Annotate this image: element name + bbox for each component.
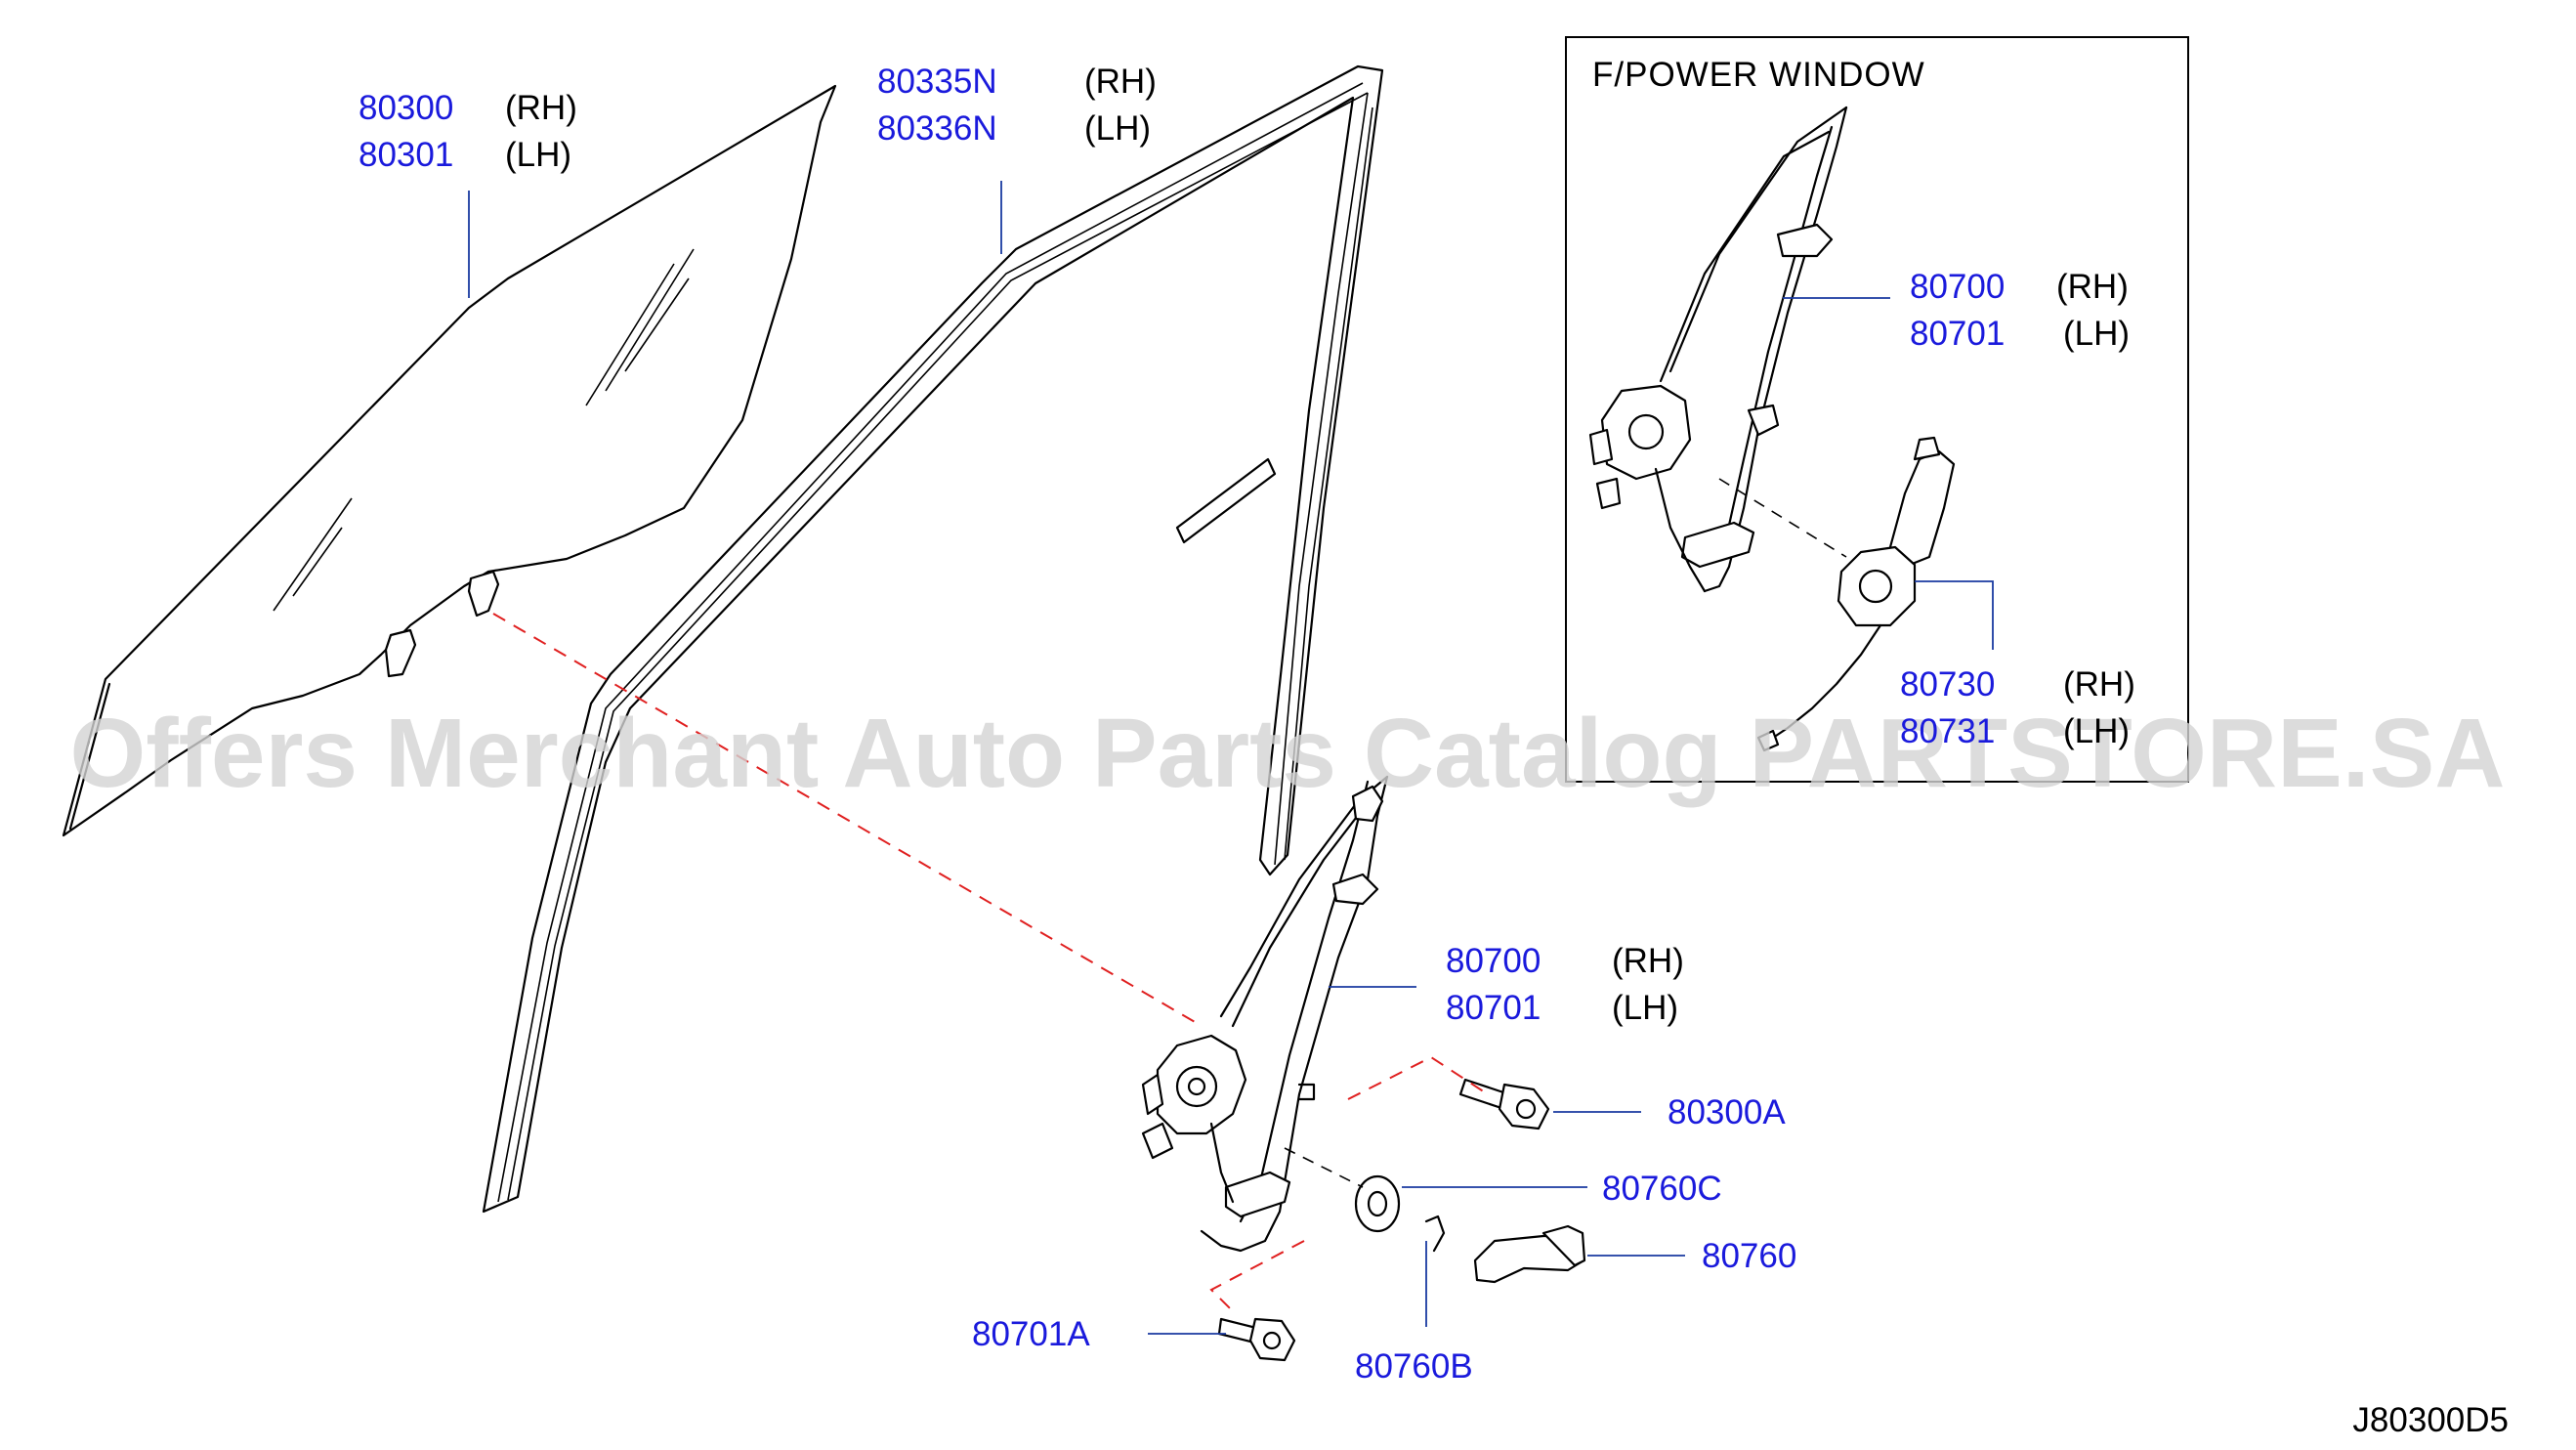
label-motor-lh-no[interactable]: 80731 [1900, 712, 1995, 750]
label-regulator-lh-side: (LH) [1612, 989, 1678, 1027]
label-sash-lh-side: (LH) [1084, 109, 1151, 148]
label-glass-lh-no[interactable]: 80301 [359, 136, 453, 174]
label-glass-rh-side: (RH) [505, 89, 577, 127]
label-regulator-rh-side: (RH) [1612, 942, 1684, 980]
watermark: Offers Merchant Auto Parts Catalog PARTS… [70, 699, 2506, 808]
label-handle-80760[interactable]: 80760 [1702, 1237, 1796, 1275]
washer-80760c-drawing [1354, 1174, 1401, 1233]
label-sash-rh-no[interactable]: 80335N [877, 63, 997, 101]
label-sash-rh-side: (RH) [1084, 63, 1157, 101]
window-sash-drawing [482, 64, 1384, 1214]
bolt-80701a-drawing [1217, 1317, 1296, 1362]
label-motor-rh-no[interactable]: 80730 [1900, 665, 1995, 704]
label-inset-regulator-rh-no[interactable]: 80700 [1910, 268, 2005, 306]
label-motor-rh-side: (RH) [2063, 665, 2135, 704]
inset-title: F/POWER WINDOW [1592, 56, 1925, 94]
label-glass-lh-side: (LH) [505, 136, 571, 174]
label-inset-regulator-lh-no[interactable]: 80701 [1910, 315, 2005, 353]
label-inset-regulator-lh-side: (LH) [2063, 315, 2130, 353]
label-bolt-80701a[interactable]: 80701A [972, 1315, 1090, 1353]
window-regulator-drawing [1141, 775, 1389, 1253]
handle-80760-drawing [1473, 1224, 1586, 1284]
label-inset-regulator-rh-side: (RH) [2056, 268, 2129, 306]
label-regulator-rh-no[interactable]: 80700 [1446, 942, 1541, 980]
leader-lines [468, 181, 1685, 1335]
inset-box [1565, 36, 2189, 783]
label-regulator-lh-no[interactable]: 80701 [1446, 989, 1541, 1027]
label-washer-80760c[interactable]: 80760C [1602, 1170, 1722, 1208]
connection-lines [492, 613, 1486, 1315]
label-bolt-80300a[interactable]: 80300A [1668, 1093, 1786, 1131]
label-glass-rh-no[interactable]: 80300 [359, 89, 453, 127]
part-labels: 80300 (RH) 80301 (LH) 80335N (RH) 80336N… [359, 56, 2509, 1439]
clip-80760b-drawing [1424, 1215, 1446, 1253]
label-clip-80760b[interactable]: 80760B [1355, 1347, 1473, 1386]
bolt-80300a-drawing [1458, 1078, 1550, 1130]
label-motor-lh-side: (LH) [2063, 712, 2130, 750]
label-sash-lh-no[interactable]: 80336N [877, 109, 997, 148]
diagram-code: J80300D5 [2352, 1401, 2509, 1439]
door-glass-drawing [62, 84, 837, 837]
